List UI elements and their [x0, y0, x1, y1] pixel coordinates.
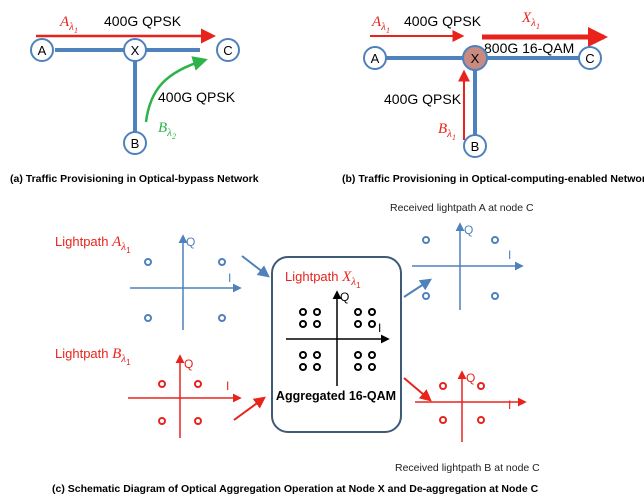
- svg-text:C: C: [223, 43, 232, 58]
- aggregate-lightpath-label: Lightpath Xλ1: [285, 269, 361, 290]
- symbol-point: [354, 351, 362, 359]
- node-x: X: [123, 38, 147, 62]
- panel-c: Lightpath Aλ1 Q I Lightpath Bλ1 Q I L: [52, 202, 540, 495]
- constellation-16qam: Q I: [286, 290, 390, 386]
- received-a-label: Received lightpath A at node C: [390, 202, 534, 214]
- symbol-point: [477, 416, 485, 424]
- node-c-b: C: [578, 46, 602, 70]
- arrow-b-to-aggregate: [233, 396, 266, 421]
- svg-text:X: X: [471, 51, 480, 66]
- node-c: C: [216, 38, 240, 62]
- axis-q-ra-label: Q: [464, 223, 473, 237]
- axis-q-b-label: Q: [184, 357, 193, 371]
- symbol-point: [354, 320, 362, 328]
- axis-q-x-label: Q: [340, 290, 349, 304]
- path-b-rate-b: 400G QPSK: [384, 91, 462, 107]
- svg-text:X: X: [131, 43, 140, 58]
- axis-i-a-label: I: [228, 271, 231, 285]
- path-x-label: Xλ1: [521, 10, 540, 31]
- svg-text:B: B: [131, 136, 140, 151]
- constellation-a: Q I: [130, 234, 242, 330]
- constellation-received-b: Q I: [415, 370, 527, 442]
- axis-q-rb-label: Q: [466, 371, 475, 385]
- lightpath-b-label: Lightpath Bλ1: [55, 346, 131, 367]
- symbol-point: [313, 320, 321, 328]
- path-a-label: Aλ1: [59, 14, 78, 35]
- symbol-point: [477, 382, 485, 390]
- path-a-rate: 400G QPSK: [104, 13, 182, 29]
- path-a-label-b: Aλ1: [371, 14, 390, 35]
- node-x-b: X: [462, 45, 488, 71]
- symbol-point: [313, 308, 321, 316]
- caption-a: (a) Traffic Provisioning in Optical-bypa…: [10, 173, 259, 185]
- node-b: B: [123, 131, 147, 155]
- symbol-point: [158, 417, 166, 425]
- symbol-point: [354, 308, 362, 316]
- symbol-point: [144, 258, 152, 266]
- symbol-point: [422, 236, 430, 244]
- axis-q-a-label: Q: [186, 235, 195, 249]
- symbol-point: [299, 363, 307, 371]
- path-x-rate: 800G 16-QAM: [484, 40, 574, 56]
- symbol-point: [194, 417, 202, 425]
- svg-text:C: C: [585, 51, 594, 66]
- axis-i-ra-label: I: [508, 248, 511, 262]
- path-b-rate: 400G QPSK: [158, 89, 236, 105]
- symbol-point: [218, 314, 226, 322]
- svg-text:A: A: [371, 51, 380, 66]
- axis-i-rb-label: I: [508, 398, 511, 412]
- symbol-point: [439, 416, 447, 424]
- symbol-point: [368, 351, 376, 359]
- caption-c: (c) Schematic Diagram of Optical Aggrega…: [52, 483, 539, 495]
- symbol-point: [158, 380, 166, 388]
- caption-b: (b) Traffic Provisioning in Optical-comp…: [342, 173, 644, 185]
- constellation-received-a: Q I: [412, 222, 524, 310]
- svg-text:A: A: [38, 43, 47, 58]
- axis-i-x-label: I: [378, 321, 381, 335]
- symbol-point: [313, 363, 321, 371]
- symbol-point: [491, 292, 499, 300]
- symbol-point: [491, 236, 499, 244]
- panel-b: Aλ1 400G QPSK Xλ1 800G 16-QAM 400G QPSK …: [342, 10, 644, 185]
- arrow-to-received-b: [403, 377, 432, 402]
- symbol-point: [368, 363, 376, 371]
- path-b-arrow: [144, 56, 208, 123]
- symbol-point: [218, 258, 226, 266]
- symbol-point: [313, 351, 321, 359]
- symbol-point: [354, 363, 362, 371]
- symbol-point: [439, 382, 447, 390]
- symbol-point: [299, 320, 307, 328]
- path-b-label: Bλ2: [158, 120, 176, 141]
- svg-text:B: B: [471, 139, 480, 154]
- symbol-point: [368, 320, 376, 328]
- arrow-to-received-a: [403, 278, 433, 298]
- lightpath-a-label: Lightpath Aλ1: [55, 234, 131, 255]
- arrow-a-to-aggregate: [241, 255, 270, 278]
- constellation-b: Q I: [128, 354, 242, 438]
- node-a: A: [30, 38, 54, 62]
- symbol-point: [144, 314, 152, 322]
- axis-i-b-label: I: [226, 379, 229, 393]
- path-b-label-b: Bλ1: [438, 121, 456, 142]
- symbol-point: [422, 292, 430, 300]
- symbol-point: [299, 351, 307, 359]
- node-a-b: A: [363, 46, 387, 70]
- symbol-point: [368, 308, 376, 316]
- symbol-point: [194, 380, 202, 388]
- received-b-label: Received lightpath B at node C: [395, 462, 540, 474]
- node-b-b: B: [463, 134, 487, 158]
- aggregate-label: Aggregated 16-QAM: [276, 389, 396, 403]
- path-a-rate-b: 400G QPSK: [404, 13, 482, 29]
- panel-a: Aλ1 400G QPSK 400G QPSK Bλ2 A X C B (a) …: [10, 13, 259, 185]
- symbol-point: [299, 308, 307, 316]
